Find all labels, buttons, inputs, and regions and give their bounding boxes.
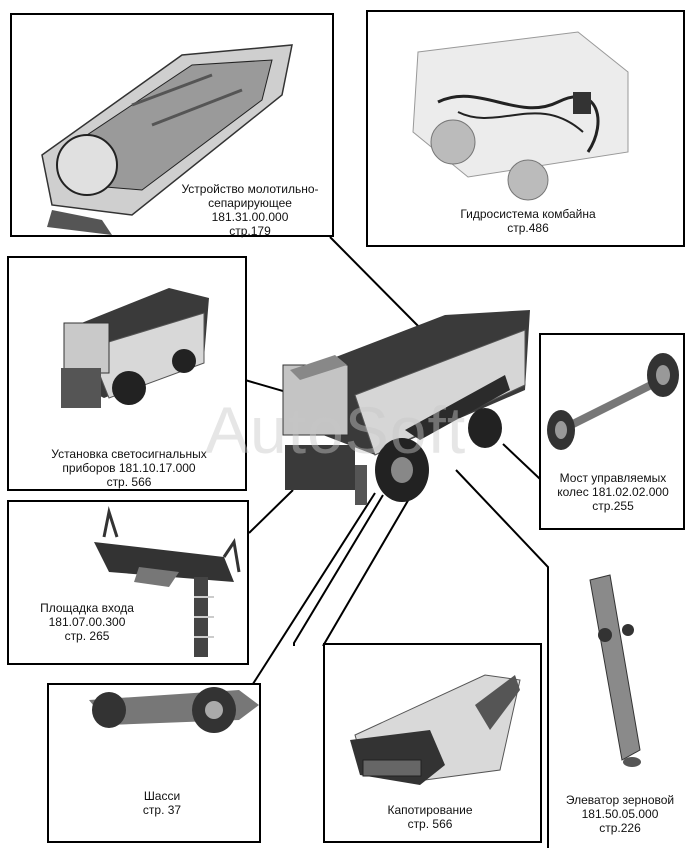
callout-platform-box[interactable]: Площадка входа 181.07.00.300 стр. 265 (7, 500, 249, 665)
callout-chassis-box[interactable]: Шасси стр. 37 (47, 683, 261, 843)
steered-axle-illustration (547, 353, 679, 450)
hydraulics-illustration (412, 31, 629, 201)
elevator-caption: Элеватор зерновой 181.50.05.000 стр.226 (565, 793, 675, 835)
hydraulics-caption: Гидросистема комбайна стр.486 (460, 207, 596, 235)
callout-threshing-box[interactable]: Устройство молотильно- сепарирующее 181.… (10, 13, 334, 238)
watermark-text: AutoSoft (205, 393, 467, 467)
chassis-illustration (89, 687, 259, 733)
lights-combine-illustration (61, 288, 209, 408)
axle-caption: Мост управляемых колес 181.02.02.000 стр… (557, 471, 669, 513)
hood-panels-illustration (350, 674, 521, 785)
combine-harvester-illustration (282, 310, 530, 505)
hood-caption: Капотирование стр. 566 (387, 803, 473, 831)
lights-caption: Установка светосигнальных приборов 181.1… (51, 447, 207, 489)
platform-caption: Площадка входа 181.07.00.300 стр. 265 (40, 601, 134, 643)
grain-elevator-illustration (589, 574, 641, 767)
callout-hydraulics-box[interactable]: Гидросистема комбайна стр.486 (366, 10, 685, 247)
entry-platform-illustration (94, 506, 241, 657)
threshing-unit-illustration (41, 44, 293, 235)
chassis-caption: Шасси стр. 37 (142, 789, 182, 817)
callout-lights-box[interactable]: Установка светосигнальных приборов 181.1… (7, 256, 247, 491)
callout-hood-box[interactable]: Капотирование стр. 566 (323, 643, 542, 843)
callout-axle-box[interactable]: Мост управляемых колес 181.02.02.000 стр… (539, 333, 685, 530)
threshing-caption: Устройство молотильно- сепарирующее 181.… (181, 182, 319, 238)
